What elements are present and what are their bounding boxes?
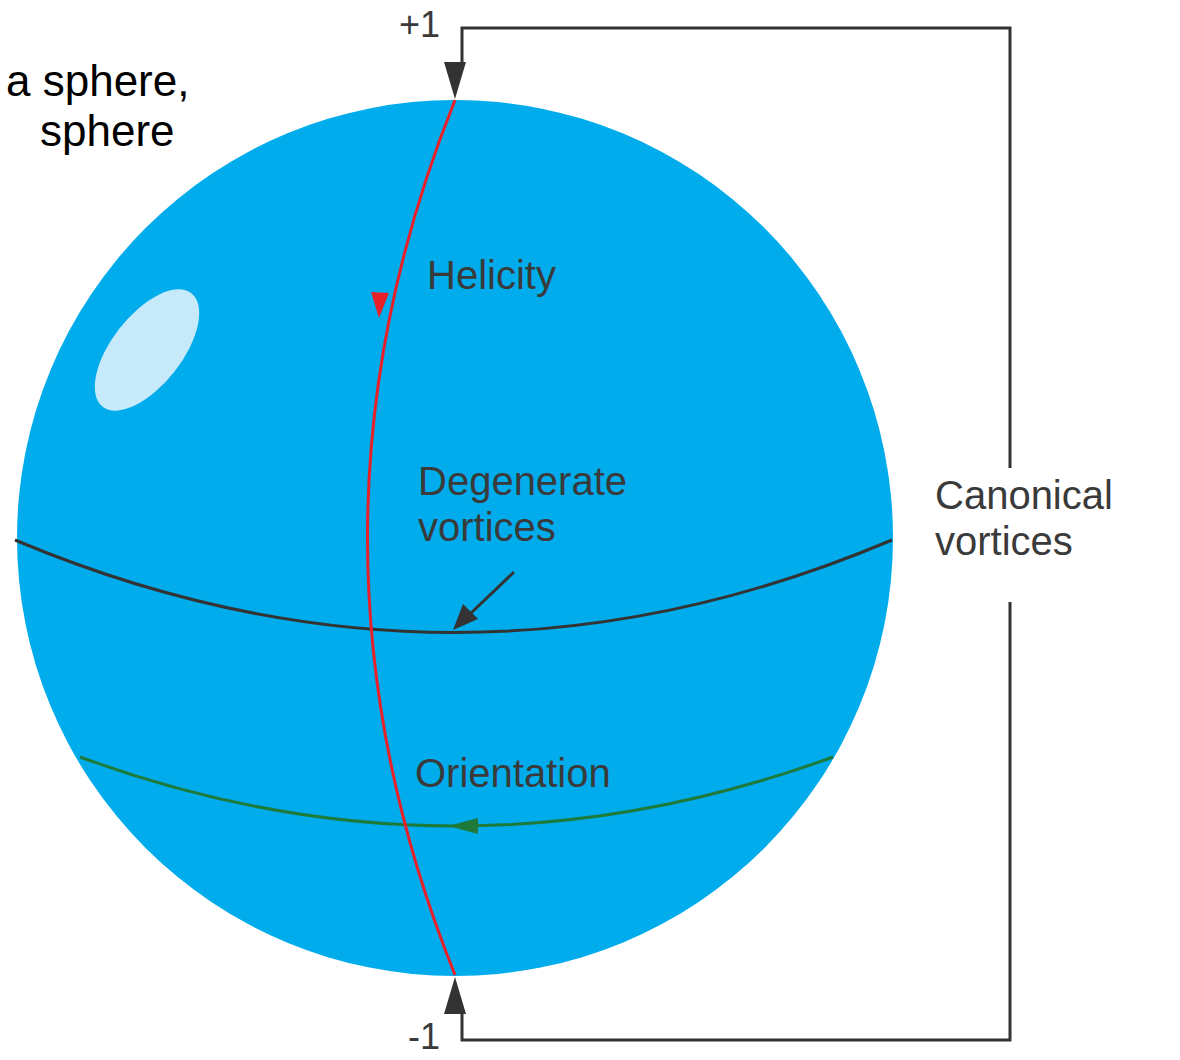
bracket-line [462,602,1010,1040]
vortices-label: Degenerate vortices [418,458,708,550]
canonical-label: Canonical vortices [935,472,1155,564]
helicity-label: Helicity [427,252,556,298]
minus-one-label: -1 [408,1016,440,1057]
bracket-arrowhead [444,977,466,1014]
orientation-arrowhead [448,818,478,834]
leader-line [470,572,514,614]
sphere [17,100,893,976]
title-fragment: sphere [40,106,175,157]
equator-line [15,540,892,633]
sphere-node: HelicityDegenerate vorticesOrientation [17,100,893,976]
plus-one-label: +1 [399,4,440,45]
bracket-arrowhead [444,62,466,99]
orientation-label: Orientation [415,750,611,796]
helicity-arrowhead [371,292,389,318]
highlight [75,272,219,429]
bracket-line [462,28,1010,468]
title-fragment: a sphere, [6,56,189,107]
leader-arrowhead [453,604,478,630]
